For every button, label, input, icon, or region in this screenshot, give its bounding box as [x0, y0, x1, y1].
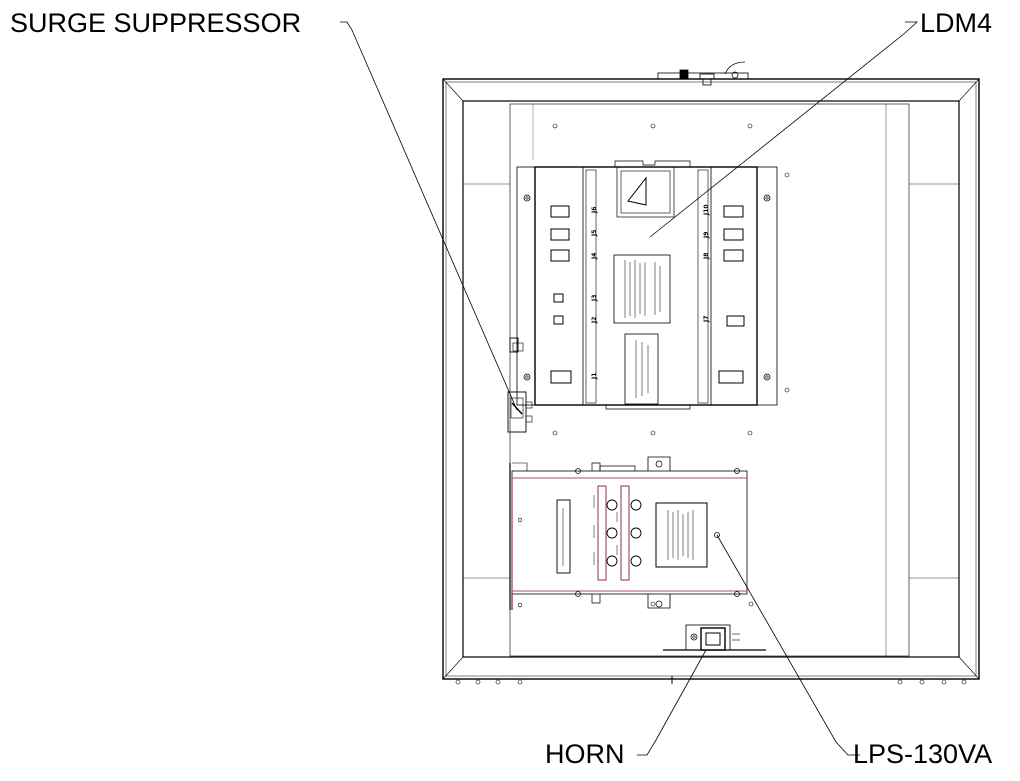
- leader-lines: [340, 21, 919, 756]
- ldm4-rating-label: [613, 254, 671, 405]
- ldm4-label-j10: J10: [703, 204, 710, 216]
- ldm4-label-j8: J8: [703, 253, 710, 260]
- callout-horn: HORN: [545, 739, 625, 769]
- ldm4-label-j5: J5: [591, 230, 598, 237]
- leader-ldm4: [649, 21, 919, 238]
- leader-lps-130va: [716, 534, 860, 756]
- ldm4-connector-labels: J6 J5 J4 J3 J2 J1 J10 J9 J8 J7: [591, 204, 710, 380]
- leader-surge-suppressor: [340, 21, 518, 411]
- ldm4-right-connectors: [718, 205, 745, 384]
- lps-130va-power-supply: [509, 456, 748, 610]
- leader-horn: [637, 649, 707, 756]
- surge-suppressor: [507, 337, 533, 433]
- backplate-holes: [517, 123, 790, 608]
- ldm4-label-j1: J1: [591, 373, 598, 380]
- callout-ldm4: LDM4: [920, 8, 992, 38]
- ldm4-board: [516, 160, 778, 410]
- ldm4-label-j4: J4: [591, 253, 598, 260]
- top-fittings: [657, 61, 749, 86]
- ldm4-label-j2: J2: [591, 317, 598, 324]
- ldm4-label-j9: J9: [703, 232, 710, 239]
- horn-device: [663, 624, 766, 651]
- callout-surge-suppressor: SURGE SUPPRESSOR: [10, 8, 301, 38]
- ldm4-label-j7: J7: [703, 316, 710, 323]
- bottom-rivets: [455, 679, 967, 685]
- ldm4-left-connectors: [550, 205, 572, 384]
- ldm4-label-j3: J3: [591, 295, 598, 302]
- callout-lps-130va: LPS-130VA: [853, 739, 992, 769]
- ldm4-label-j6: J6: [591, 207, 598, 214]
